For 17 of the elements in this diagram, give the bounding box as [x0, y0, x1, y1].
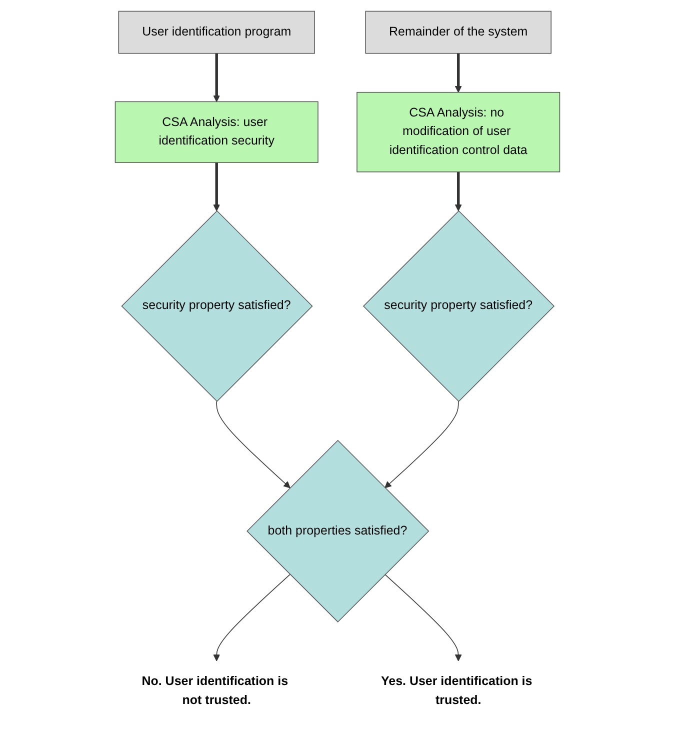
arrow	[454, 172, 462, 212]
node-text: No. User identification is not trusted.	[142, 674, 288, 707]
arrow	[213, 53, 220, 102]
node-diamond: security property satisfied?	[121, 210, 313, 402]
node-diamond: both properties satisfied?	[246, 440, 430, 622]
arrow	[454, 53, 462, 93]
arrow	[384, 401, 459, 488]
arrow	[216, 401, 290, 488]
arrow	[384, 574, 462, 662]
node-text: Yes. User identification is trusted.	[381, 674, 532, 707]
node-diamond: security property satisfied?	[362, 210, 555, 402]
node-box: CSA Analysis: user identification security	[114, 101, 318, 163]
arrow	[213, 574, 290, 662]
arrow	[213, 162, 220, 212]
node-box: CSA Analysis: no modification of user identification control data	[356, 92, 560, 172]
node-box: User identification program	[118, 10, 315, 54]
node-box: Remainder of the system	[365, 10, 552, 54]
